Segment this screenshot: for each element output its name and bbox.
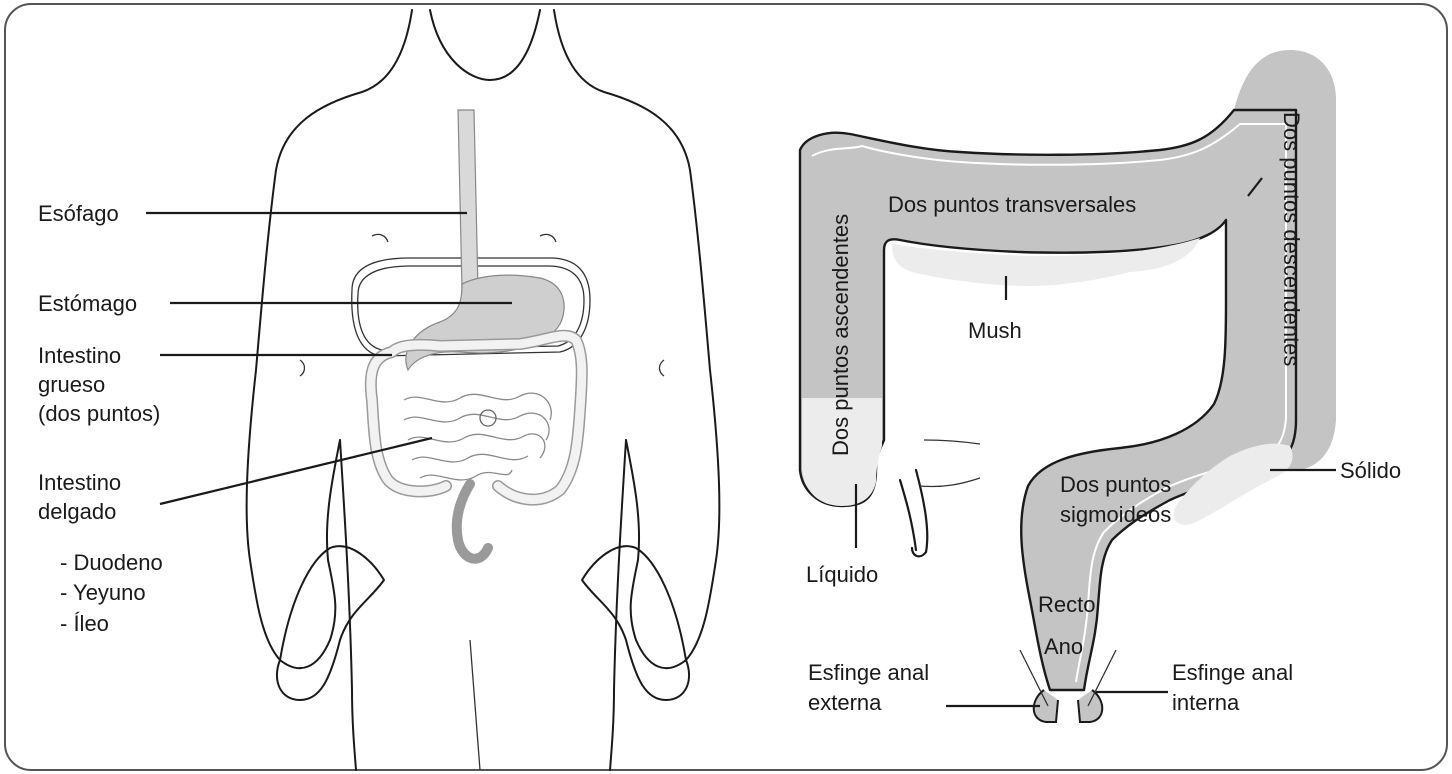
label-ano: Ano xyxy=(1044,634,1083,659)
label-mush: Mush xyxy=(968,318,1022,343)
label-sigmoideos-1: Dos puntos xyxy=(1060,472,1171,497)
label-duodeno: - Duodeno xyxy=(60,550,163,575)
label-recto: Recto xyxy=(1038,592,1095,617)
label-intestino-grueso-2: grueso xyxy=(38,372,105,397)
label-liquido: Líquido xyxy=(806,562,878,587)
label-intestino-grueso-3: (dos puntos) xyxy=(38,401,160,426)
label-intestino-delgado-1: Intestino xyxy=(38,470,121,495)
label-esfinge-externa-2: externa xyxy=(808,690,882,715)
label-intestino-delgado-2: delgado xyxy=(38,499,116,524)
label-sigmoideos-2: sigmoideos xyxy=(1060,502,1171,527)
label-esfinge-interna-1: Esfinge anal xyxy=(1172,660,1293,685)
label-esfinge-interna-2: interna xyxy=(1172,690,1240,715)
label-yeyuno: - Yeyuno xyxy=(60,580,146,605)
label-transversales: Dos puntos transversales xyxy=(888,192,1136,217)
label-descendentes: Dos puntos descendentes xyxy=(1279,112,1304,366)
label-solido: Sólido xyxy=(1340,458,1401,483)
label-estomago: Estómago xyxy=(38,291,137,316)
label-ileo: - Íleo xyxy=(60,611,109,636)
label-intestino-grueso-1: Intestino xyxy=(38,343,121,368)
label-esfinge-externa-1: Esfinge anal xyxy=(808,660,929,685)
label-esofago: Esófago xyxy=(38,201,119,226)
label-ascendentes: Dos puntos ascendentes xyxy=(828,214,853,456)
